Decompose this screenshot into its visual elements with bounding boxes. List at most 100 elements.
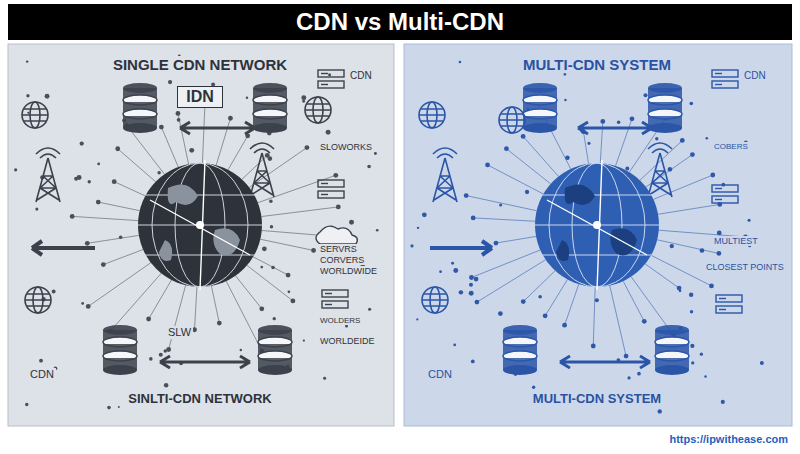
scatter-dot [416, 318, 418, 320]
ray-line [523, 136, 558, 176]
ray-line [523, 271, 555, 302]
node-dot [600, 119, 605, 124]
note-label: CORVERS [318, 255, 366, 265]
node-dot [159, 125, 164, 130]
node-dot [286, 273, 291, 278]
ray-line [496, 236, 536, 243]
scatter-dot [271, 266, 275, 270]
ray-line [477, 260, 546, 302]
scatter-dot [690, 310, 693, 313]
scatter-dot [625, 166, 629, 170]
scatter-dot [302, 100, 305, 103]
note-label: WORLDWIDE [318, 266, 379, 276]
ray-line [169, 285, 186, 349]
scatter-dot [532, 386, 535, 389]
node-dot [146, 317, 151, 322]
panel-heading: SINGLE CDN NETWORK [111, 56, 289, 73]
ray-line [473, 218, 535, 221]
scatter-dot [655, 137, 658, 140]
scatter-dot [704, 375, 706, 377]
scatter-dot [644, 93, 648, 97]
node-dot [624, 354, 629, 359]
scatter-dot [453, 268, 458, 273]
scatter-dot [499, 203, 502, 206]
scatter-dot [164, 349, 168, 353]
node-dot [521, 299, 526, 304]
ray-line [623, 281, 644, 321]
scatter-dot [303, 339, 305, 341]
scatter-dot [525, 190, 529, 194]
scatter-dot [700, 352, 703, 355]
scatter-dot [747, 219, 750, 222]
node-dot [305, 145, 310, 150]
scatter-dot [52, 290, 56, 294]
scatter-dot [721, 400, 725, 404]
title-text: CDN vs Multi-CDN [296, 8, 504, 36]
ray-line [657, 240, 719, 254]
node-dot [562, 323, 567, 328]
scatter-dot [587, 142, 590, 145]
node-dot [642, 319, 647, 324]
scatter-dot [368, 308, 371, 311]
scatter-dot [422, 212, 427, 217]
panel-footer: MULTI-CDN SYSTEM [531, 392, 663, 407]
scatter-dot [77, 175, 82, 180]
server-label: CDN [742, 70, 768, 82]
scatter-dot [164, 383, 169, 388]
scatter-dot [118, 406, 120, 408]
node-dot [217, 321, 222, 326]
scatter-dot [376, 229, 379, 232]
ray-line [110, 273, 161, 331]
node-dot [521, 134, 526, 139]
ray-line [149, 280, 172, 319]
node-dot [543, 313, 548, 318]
scatter-dot [107, 406, 111, 410]
scatter-dot [269, 199, 273, 203]
scatter-dot [88, 180, 91, 183]
ray-line [651, 255, 711, 286]
scatter-dot [270, 225, 273, 228]
scatter-dot [159, 353, 163, 357]
node-dot [115, 146, 120, 151]
node-dot [85, 241, 90, 246]
note-label: SLOWORKS [318, 142, 374, 152]
note-label: WORLDEIDE [318, 336, 377, 346]
server-label: CDN [28, 368, 56, 381]
ray-line [610, 286, 626, 356]
scatter-dot [168, 80, 172, 84]
scatter-dot [658, 409, 662, 413]
scatter-dot [471, 360, 475, 364]
node-dot [464, 193, 469, 198]
scatter-dot [689, 292, 693, 296]
scatter-dot [564, 73, 567, 76]
ray-line [211, 286, 219, 323]
note-label: COBERS [712, 142, 750, 151]
node-dot [259, 306, 264, 311]
scatter-dot [260, 266, 263, 269]
note-label: SERVRS [318, 244, 359, 254]
scatter-dot [35, 208, 38, 211]
scatter-dot [417, 227, 419, 229]
note-label: MULTIEST [712, 236, 760, 246]
ray-line [72, 216, 138, 220]
scatter-dot [80, 141, 84, 145]
ray-line [98, 202, 139, 211]
scatter-dot [670, 244, 674, 248]
ray-line [583, 132, 588, 164]
scatter-dot [27, 112, 29, 114]
scatter-dot [189, 148, 194, 153]
server-label: CDN [426, 368, 454, 381]
scatter-dot [439, 270, 442, 273]
scatter-dot [459, 61, 462, 64]
node-dot [485, 163, 490, 168]
node-dot [96, 200, 101, 205]
scatter-dot [627, 376, 630, 379]
source-url: https://ipwithease.com [667, 433, 790, 446]
node-dot [710, 173, 715, 178]
ray-line [506, 149, 550, 184]
scatter-dot [691, 361, 694, 364]
node-dot [469, 275, 474, 280]
note-label: SLW [166, 326, 193, 339]
scatter-dot [760, 361, 764, 365]
ray-line [118, 149, 156, 182]
